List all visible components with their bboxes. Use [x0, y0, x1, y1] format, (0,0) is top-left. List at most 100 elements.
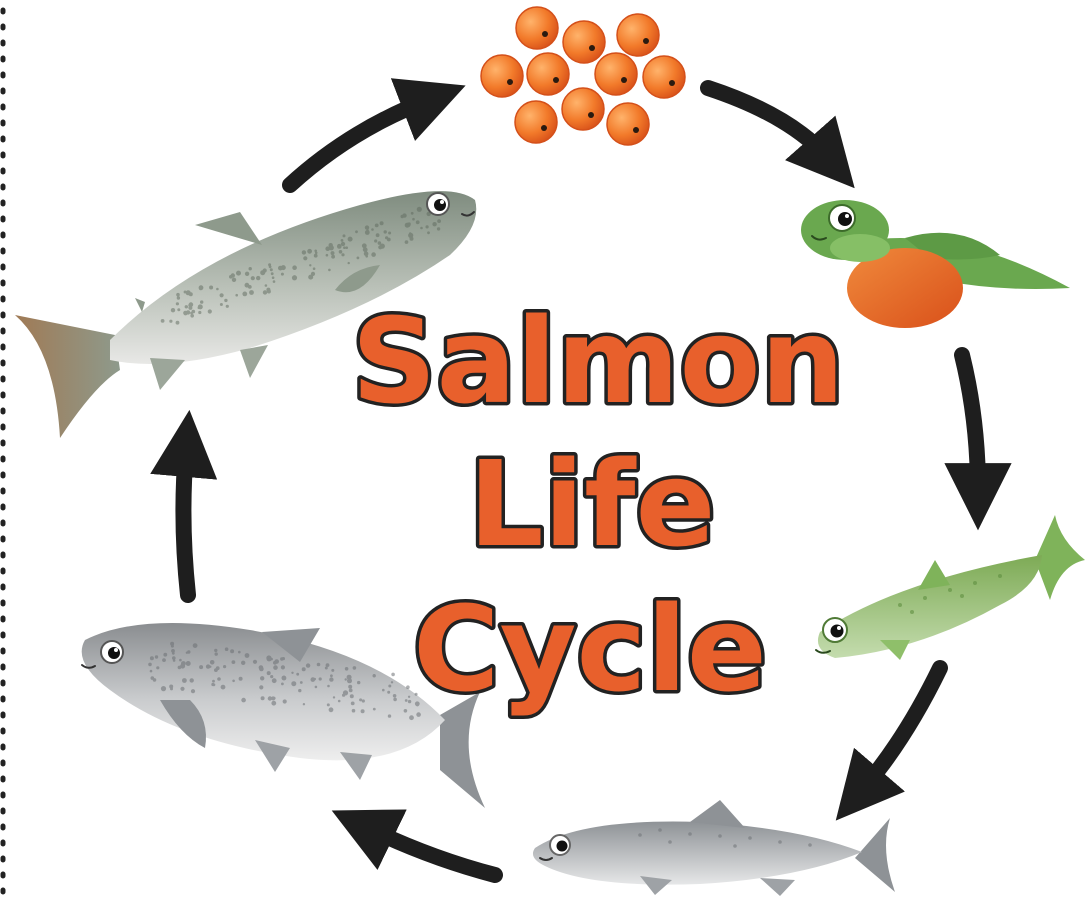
scale-spot	[331, 251, 335, 255]
scale-spot	[271, 701, 276, 706]
egg-eye-dot	[633, 127, 639, 133]
egg	[607, 103, 649, 145]
scale-spot	[208, 309, 212, 313]
scale-spot	[315, 686, 318, 689]
scale-spot	[306, 663, 310, 667]
scale-spot	[200, 287, 203, 290]
scale-spot	[272, 276, 275, 279]
scale-spot	[200, 300, 203, 303]
scale-spot	[212, 680, 215, 683]
scale-spot	[378, 241, 382, 245]
scale-spot	[220, 303, 223, 306]
scale-spot	[148, 663, 152, 667]
scale-spot	[319, 677, 322, 680]
scale-spot	[273, 661, 277, 665]
scale-spot	[303, 703, 305, 705]
scale-spot	[199, 665, 203, 669]
scale-spot	[327, 685, 330, 688]
scale-spot	[173, 659, 176, 662]
scale-spot	[345, 667, 349, 671]
scale-spot	[223, 665, 226, 668]
scale-spot	[326, 663, 330, 667]
egg-eye-dot	[553, 77, 559, 83]
scale-spot	[209, 666, 211, 668]
scale-spot	[348, 685, 352, 689]
egg-eye-dot	[669, 80, 675, 86]
scale-spot	[216, 288, 219, 291]
scale-spot	[426, 225, 429, 228]
egg	[516, 7, 558, 49]
scale-spot	[225, 647, 229, 651]
scale-spot	[391, 681, 393, 683]
scale-spot	[232, 680, 235, 683]
scale-spot	[177, 308, 180, 311]
egg	[562, 88, 604, 130]
scale-spot	[268, 696, 272, 700]
scale-spot	[248, 285, 252, 289]
scale-spot	[420, 227, 423, 230]
scale-spot	[298, 689, 301, 692]
scale-spot	[150, 656, 154, 660]
scale-spot	[260, 676, 264, 680]
scale-spot	[263, 268, 267, 272]
scale-spot	[273, 697, 276, 700]
scale-spot	[388, 232, 391, 235]
scale-spot	[328, 269, 331, 272]
scale-spot	[343, 690, 348, 695]
scale-spot	[427, 231, 430, 234]
scale-spot	[183, 311, 187, 315]
scale-spot	[350, 694, 354, 698]
scale-spot	[393, 694, 397, 698]
scale-spot	[347, 678, 352, 683]
scale-spot	[300, 681, 303, 684]
scale-spot	[189, 292, 193, 296]
scale-spot	[267, 671, 271, 675]
scale-spot	[412, 218, 415, 221]
scale-spot	[161, 319, 165, 323]
scale-spot	[393, 698, 397, 702]
scale-spot	[410, 237, 414, 241]
scale-spot	[281, 665, 285, 669]
title-line-2: Life	[468, 435, 715, 573]
scale-spot	[348, 237, 353, 242]
scale-spot	[291, 672, 293, 674]
scale-spot	[405, 241, 408, 244]
arrow-fry-to-smolt	[862, 668, 940, 790]
scale-spot	[270, 675, 273, 678]
scale-spot	[309, 264, 311, 266]
scale-spot	[251, 276, 255, 280]
scale-spot	[172, 652, 175, 655]
scale-spot	[150, 670, 153, 673]
scale-spot	[271, 272, 274, 275]
egg-eye-dot	[542, 31, 548, 37]
scale-spot	[291, 681, 296, 686]
title-line-3: Cycle	[413, 580, 767, 718]
scale-spot	[191, 689, 195, 693]
scale-spot	[236, 271, 241, 276]
scale-spot	[388, 685, 391, 688]
scale-spot	[329, 707, 334, 712]
scale-spot	[329, 677, 333, 681]
scale-spot	[282, 676, 286, 680]
scale-spot	[345, 678, 347, 680]
scale-spot	[408, 700, 411, 703]
scale-spot	[171, 308, 175, 312]
scale-spot	[226, 305, 229, 308]
arrow-smolt-to-ocean	[368, 828, 495, 875]
scale-spot	[292, 275, 297, 280]
arrow-ocean-to-spawner	[183, 450, 188, 595]
scale-spot	[259, 667, 264, 672]
fry-icon	[816, 515, 1085, 660]
egg-eye-dot	[589, 45, 595, 51]
scale-spot	[327, 703, 330, 706]
scale-spot	[153, 678, 157, 682]
scale-spot	[361, 709, 365, 713]
scale-spot	[280, 657, 283, 660]
scale-spot	[303, 256, 307, 260]
scale-spot	[365, 225, 369, 229]
scale-spot	[330, 674, 333, 677]
scale-spot	[265, 284, 268, 287]
scale-spot	[348, 262, 350, 264]
scale-spot	[249, 290, 254, 295]
scale-spot	[178, 666, 182, 670]
